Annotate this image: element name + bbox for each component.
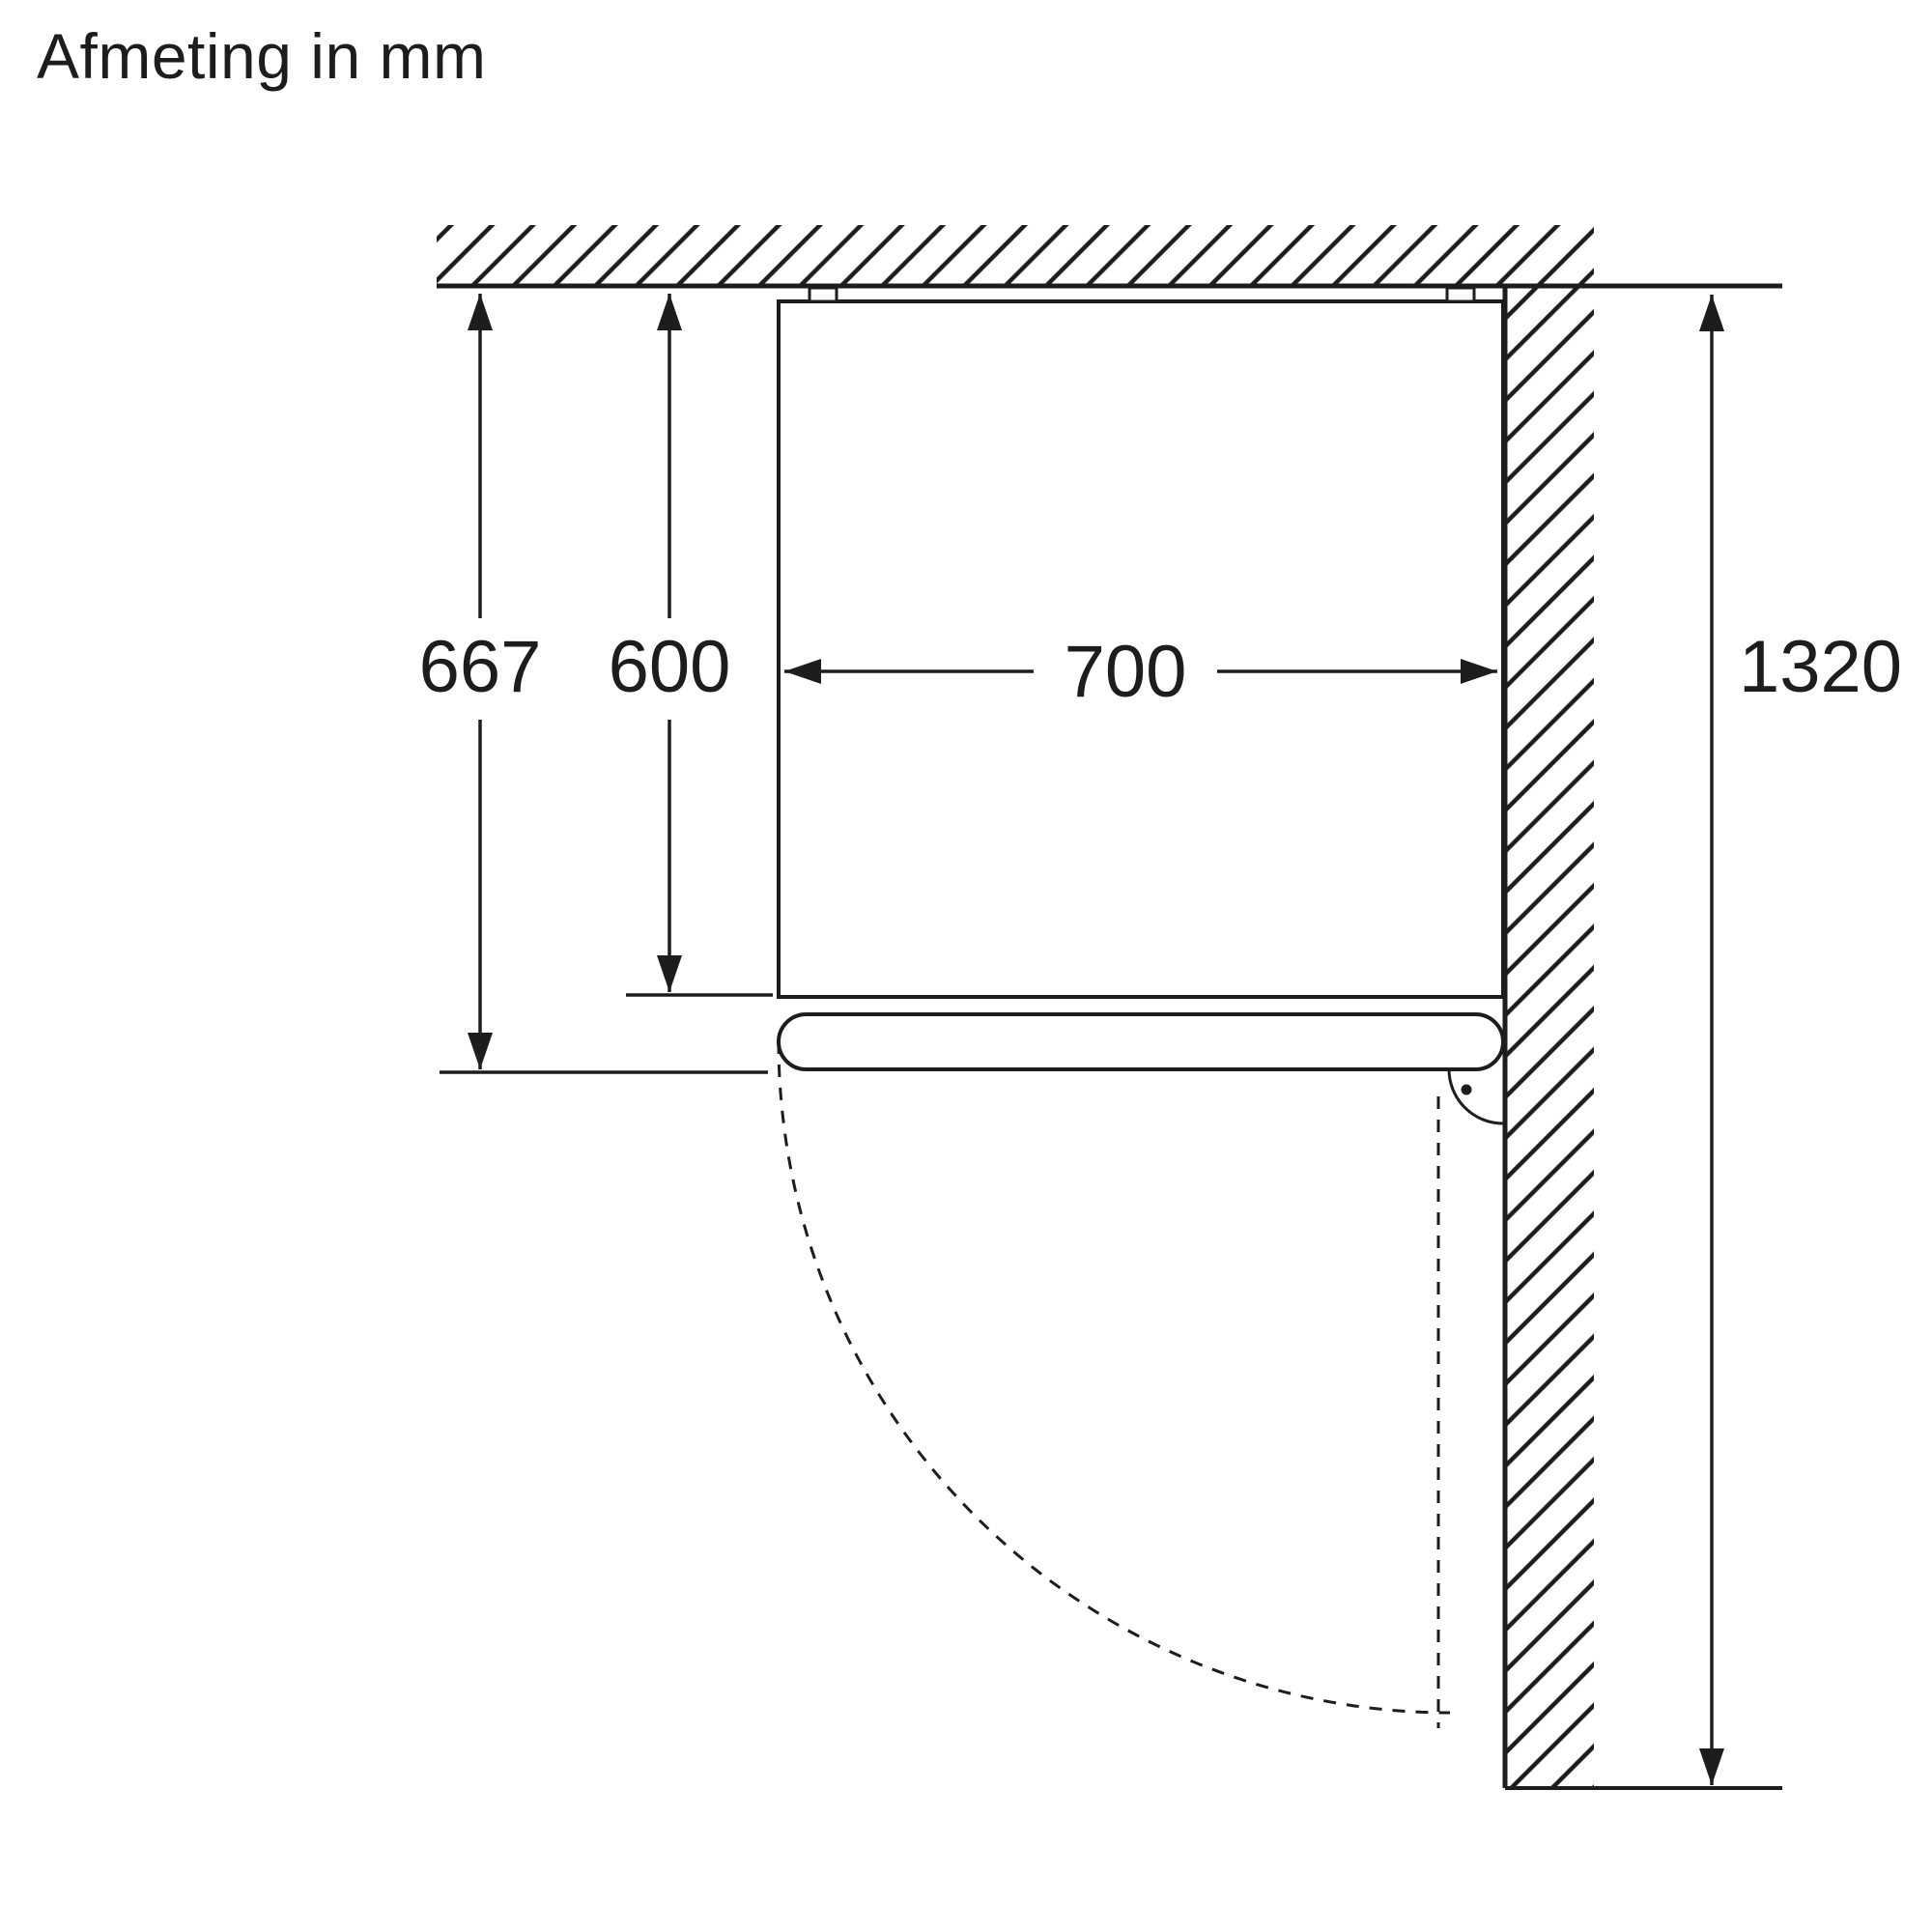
appliance-door bbox=[777, 1012, 1505, 1071]
hinge-pivot-dot bbox=[1461, 1084, 1472, 1095]
hinge-arc bbox=[1447, 1068, 1504, 1125]
wall-spacer-left bbox=[808, 286, 838, 303]
wall-hatch-right bbox=[1507, 286, 1594, 1788]
door-swing-arc bbox=[777, 1040, 1451, 1715]
dim-667-label: 667 bbox=[419, 626, 542, 708]
wall-spacer-right bbox=[1445, 286, 1476, 303]
wall-hatch-top bbox=[437, 225, 1594, 284]
dim-1320-label: 1320 bbox=[1739, 626, 1902, 708]
dim-700-label: 700 bbox=[1065, 631, 1187, 713]
appliance-body bbox=[777, 299, 1505, 999]
dim-600-label: 600 bbox=[609, 626, 731, 708]
page-title: Afmeting in mm bbox=[37, 20, 487, 92]
